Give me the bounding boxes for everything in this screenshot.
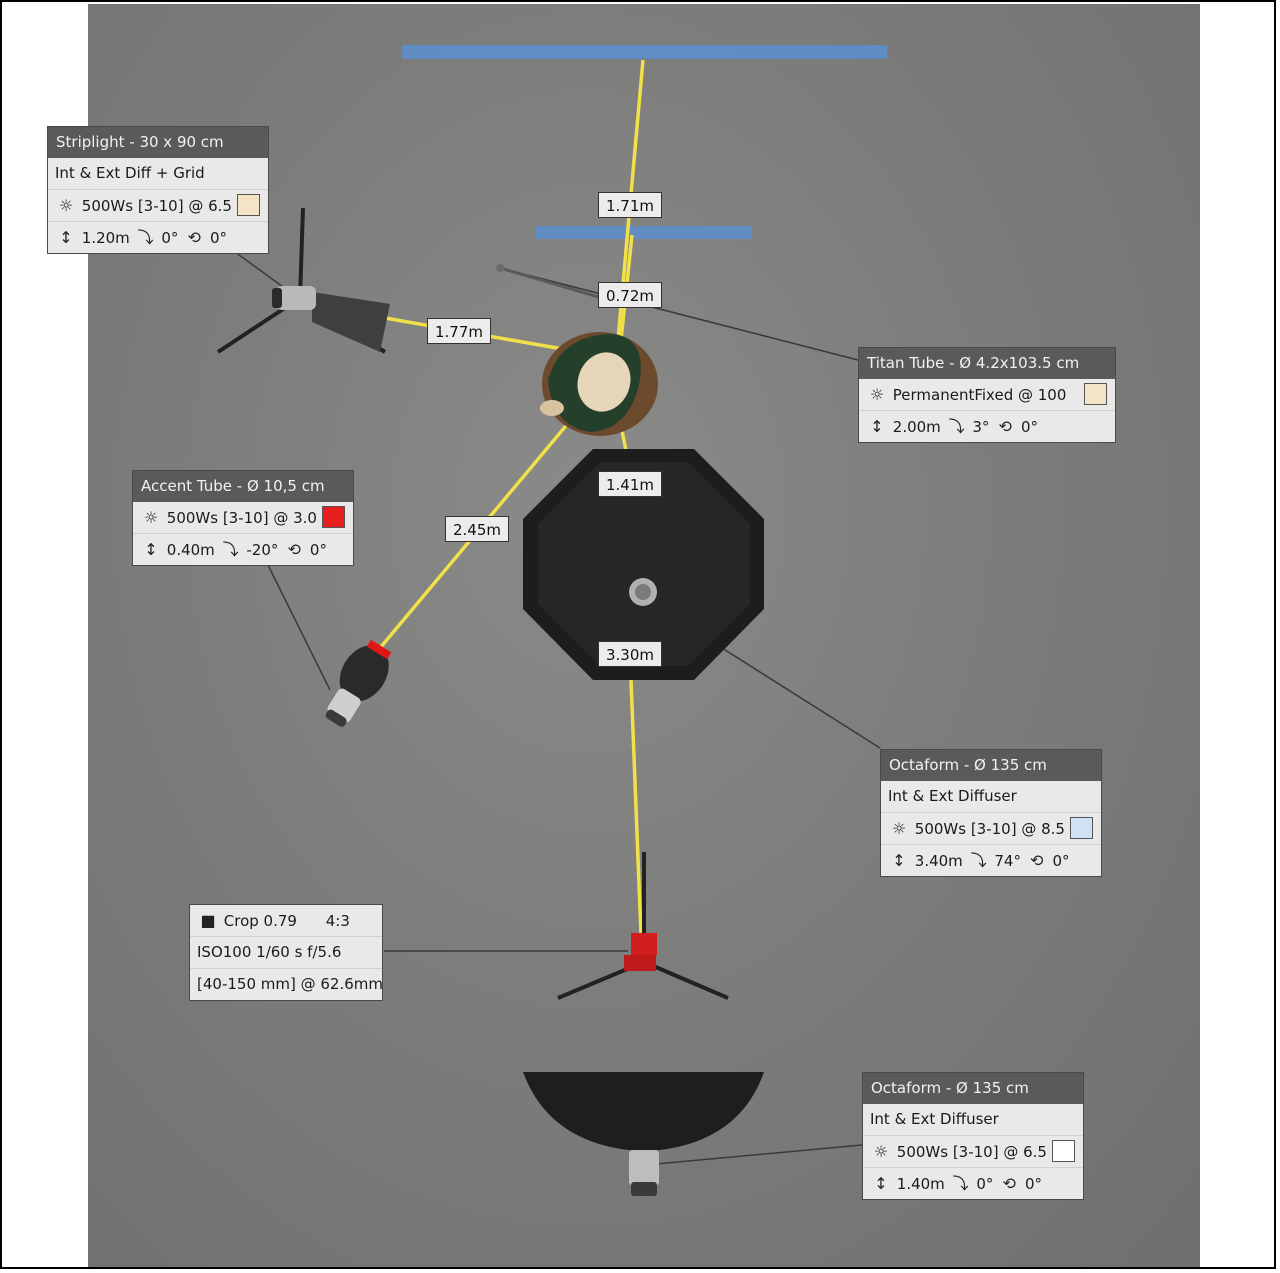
backdrop-bar-near bbox=[535, 226, 752, 239]
height-value: 0.40m bbox=[166, 541, 215, 559]
rotation-value: 0° bbox=[209, 229, 228, 247]
tilt-icon: ⤵ bbox=[222, 540, 239, 559]
tilt-icon: ⤵ bbox=[952, 1174, 969, 1193]
crop-value: Crop 0.79 bbox=[223, 912, 297, 930]
power-row: ☼ 500Ws [3-10] @ 6.5 bbox=[48, 189, 268, 221]
titan-tube bbox=[499, 266, 603, 300]
power-row: ☼ 500Ws [3-10] @ 8.5 bbox=[881, 812, 1101, 844]
distance-label-camera: 3.30m bbox=[598, 641, 663, 667]
camera-panel[interactable]: ■ Crop 0.79 4:3 ISO100 1/60 s f/5.6 [40-… bbox=[189, 904, 383, 1001]
sun-icon: ☼ bbox=[891, 819, 907, 838]
height-arrows-icon: ↕ bbox=[874, 1174, 888, 1193]
rotation-icon: ⟲ bbox=[187, 228, 201, 247]
power-value: 500Ws [3-10] @ 6.5 bbox=[896, 1143, 1047, 1161]
octaform-main-panel[interactable]: Octaform - Ø 135 cm Int & Ext Diffuser ☼… bbox=[880, 749, 1102, 877]
rotation-value: 0° bbox=[309, 541, 327, 559]
tilt-value: -20° bbox=[246, 541, 279, 559]
tilt-value: 3° bbox=[972, 418, 990, 436]
height-value: 2.00m bbox=[892, 418, 941, 436]
sun-icon: ☼ bbox=[58, 196, 74, 215]
power-row: ☼ 500Ws [3-10] @ 3.0 bbox=[133, 502, 353, 533]
color-swatch bbox=[322, 506, 345, 528]
position-row: ↕ 1.20m ⤵ 0° ⟲ 0° bbox=[48, 221, 268, 253]
distance-label-octa: 1.41m bbox=[598, 471, 663, 497]
rotation-icon: ⟲ bbox=[998, 417, 1012, 436]
power-value: PermanentFixed @ 100 bbox=[892, 386, 1067, 404]
height-arrows-icon: ↕ bbox=[870, 417, 884, 436]
backdrop-bar-far bbox=[402, 45, 887, 59]
color-swatch bbox=[1052, 1140, 1075, 1162]
panel-title: Striplight - 30 x 90 cm bbox=[48, 127, 268, 158]
power-value: 500Ws [3-10] @ 8.5 bbox=[914, 820, 1065, 838]
color-swatch bbox=[1084, 383, 1107, 405]
aspect-value: 4:3 bbox=[325, 912, 350, 930]
titan-tube-panel[interactable]: Titan Tube - Ø 4.2x103.5 cm ☼ PermanentF… bbox=[858, 347, 1116, 443]
rotation-icon: ⟲ bbox=[1030, 851, 1044, 870]
camera-tripod bbox=[557, 852, 729, 1000]
height-value: 1.20m bbox=[81, 229, 130, 247]
subject bbox=[540, 332, 658, 436]
panel-title: Octaform - Ø 135 cm bbox=[881, 750, 1101, 781]
titan-tube-end bbox=[496, 264, 504, 272]
modifier-row: Int & Ext Diff + Grid bbox=[55, 164, 205, 182]
rotation-value: 0° bbox=[1020, 418, 1039, 436]
striplight-fixture bbox=[216, 207, 390, 354]
striplight-panel[interactable]: Striplight - 30 x 90 cm Int & Ext Diff +… bbox=[47, 126, 269, 254]
rotation-icon: ⟲ bbox=[287, 540, 301, 559]
position-row: ↕ 2.00m ⤵ 3° ⟲ 0° bbox=[859, 410, 1115, 442]
tilt-icon: ⤵ bbox=[970, 851, 987, 870]
sun-icon: ☼ bbox=[143, 508, 159, 527]
rotation-icon: ⟲ bbox=[1002, 1174, 1016, 1193]
octaform-bottom-panel[interactable]: Octaform - Ø 135 cm Int & Ext Diffuser ☼… bbox=[862, 1072, 1084, 1200]
height-value: 1.40m bbox=[896, 1175, 945, 1193]
accent-tube-panel[interactable]: Accent Tube - Ø 10,5 cm ☼ 500Ws [3-10] @… bbox=[132, 470, 354, 566]
tilt-value: 0° bbox=[161, 229, 179, 247]
distance-label-titan: 0.72m bbox=[598, 282, 663, 308]
leader-line-titan bbox=[499, 267, 859, 361]
modifier-row: Int & Ext Diffuser bbox=[888, 787, 1017, 805]
lens-row: [40-150 mm] @ 62.6mm bbox=[190, 968, 383, 1000]
color-swatch bbox=[237, 194, 260, 216]
rotation-value: 0° bbox=[1024, 1175, 1043, 1193]
power-row: ☼ PermanentFixed @ 100 bbox=[859, 379, 1115, 410]
position-row: ↕ 0.40m ⤵ -20° ⟲ 0° bbox=[133, 533, 353, 565]
power-value: 500Ws [3-10] @ 6.5 bbox=[81, 197, 232, 215]
crop-row: ■ Crop 0.79 4:3 bbox=[190, 905, 382, 936]
leader-line-accent bbox=[267, 564, 331, 691]
exposure-row: ISO100 1/60 s f/5.6 bbox=[190, 936, 382, 968]
rotation-value: 0° bbox=[1052, 852, 1070, 870]
sun-icon: ☼ bbox=[873, 1142, 889, 1161]
height-arrows-icon: ↕ bbox=[59, 228, 73, 247]
leader-line-striplight bbox=[234, 251, 291, 293]
octaform-main bbox=[523, 449, 764, 680]
distance-label-accent: 2.45m bbox=[445, 516, 510, 542]
distance-label-striplight: 1.77m bbox=[427, 318, 492, 344]
position-row: ↕ 1.40m ⤵ 0° ⟲ 0° bbox=[863, 1167, 1083, 1199]
color-swatch bbox=[1070, 817, 1093, 839]
panel-title: Titan Tube - Ø 4.2x103.5 cm bbox=[859, 348, 1115, 379]
height-arrows-icon: ↕ bbox=[892, 851, 906, 870]
tilt-value: 0° bbox=[976, 1175, 994, 1193]
beam-camera bbox=[629, 679, 643, 936]
leader-line-octa-bottom bbox=[644, 1144, 863, 1166]
height-value: 3.40m bbox=[914, 852, 963, 870]
tilt-icon: ⤵ bbox=[948, 417, 965, 436]
power-row: ☼ 500Ws [3-10] @ 6.5 bbox=[863, 1135, 1083, 1167]
position-row: ↕ 3.40m ⤵ 74° ⟲ 0° bbox=[881, 844, 1101, 876]
modifier-row: Int & Ext Diffuser bbox=[870, 1110, 999, 1128]
camera-icon: ■ bbox=[200, 911, 216, 930]
height-arrows-icon: ↕ bbox=[144, 540, 158, 559]
panel-title: Accent Tube - Ø 10,5 cm bbox=[133, 471, 353, 502]
distance-label-backdrop: 1.71m bbox=[598, 192, 663, 218]
panel-title: Octaform - Ø 135 cm bbox=[863, 1073, 1083, 1104]
sun-icon: ☼ bbox=[869, 385, 885, 404]
power-value: 500Ws [3-10] @ 3.0 bbox=[166, 509, 317, 527]
accent-tube bbox=[325, 639, 392, 727]
tilt-icon: ⤵ bbox=[137, 228, 154, 247]
tilt-value: 74° bbox=[994, 852, 1021, 870]
octaform-bottom bbox=[523, 1072, 764, 1196]
